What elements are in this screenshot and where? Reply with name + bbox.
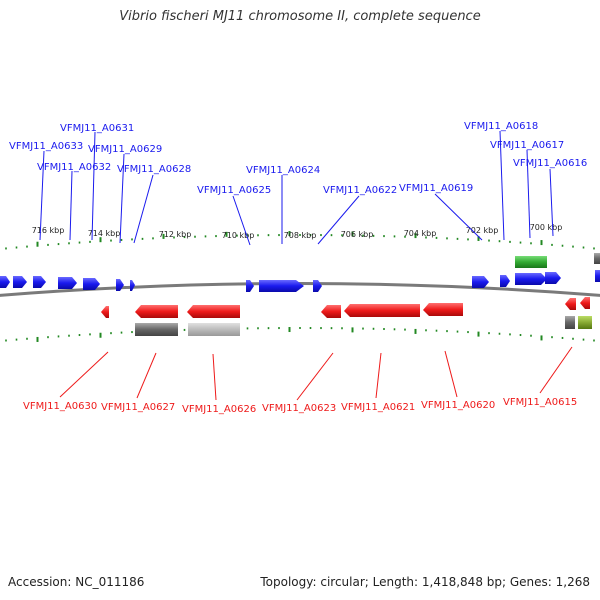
forward-gene[interactable]: [83, 278, 100, 290]
forward-gene[interactable]: [58, 277, 77, 289]
gene-label[interactable]: VFMJ11_A0629: [88, 144, 162, 155]
gene-label[interactable]: VFMJ11_A0630: [23, 401, 97, 412]
gene-label[interactable]: VFMJ11_A0622: [323, 185, 397, 196]
forward-gene[interactable]: [13, 276, 27, 288]
forward-gene[interactable]: [130, 280, 135, 291]
leader-line: [212, 353, 217, 401]
reverse-gene[interactable]: [344, 304, 420, 317]
scale-tick-label: 716 kbp: [32, 226, 65, 235]
olive-feature[interactable]: [578, 316, 592, 329]
leader-line: [59, 351, 109, 398]
leader-line: [317, 195, 360, 245]
reverse-gene[interactable]: [187, 305, 240, 318]
reverse-gene[interactable]: [565, 298, 576, 310]
reverse-gene[interactable]: [580, 297, 590, 309]
forward-gene[interactable]: [246, 280, 254, 292]
gene-label[interactable]: VFMJ11_A0631: [60, 123, 134, 134]
lower-label-leaders: [59, 346, 573, 401]
forward-gene[interactable]: [472, 276, 489, 288]
upper-label-leaders: [39, 130, 554, 246]
forward-gene[interactable]: [259, 280, 304, 292]
forward-gene[interactable]: [0, 276, 10, 288]
gene-label[interactable]: VFMJ11_A0624: [246, 165, 320, 176]
leader-line: [526, 149, 531, 239]
scale-tick-label: 706 kbp: [341, 230, 374, 239]
lower-gene-labels: VFMJ11_A0630 VFMJ11_A0627 VFMJ11_A0626 V…: [23, 397, 577, 415]
gene-label[interactable]: VFMJ11_A0623: [262, 403, 336, 414]
gene-label[interactable]: VFMJ11_A0632: [37, 162, 111, 173]
scale-tick-label: 700 kbp: [530, 223, 563, 232]
reverse-gene[interactable]: [135, 305, 178, 318]
leader-line: [375, 352, 382, 399]
leader-line: [69, 170, 73, 241]
tick-marks-lower: [5, 327, 595, 342]
leader-line: [444, 350, 458, 398]
leader-line: [119, 153, 125, 244]
forward-gene[interactable]: [595, 270, 600, 282]
scale-tick-label: 712 kbp: [159, 230, 192, 239]
grey-feature[interactable]: [594, 253, 600, 264]
tick-marks-upper: [5, 231, 595, 250]
gene-label[interactable]: VFMJ11_A0633: [9, 141, 83, 152]
forward-gene[interactable]: [500, 275, 510, 287]
leader-line: [499, 130, 505, 241]
scale-tick-label: 704 kbp: [404, 229, 437, 238]
leader-line: [434, 193, 483, 241]
scale-tick-label: 708 kbp: [284, 231, 317, 240]
gene-label[interactable]: VFMJ11_A0616: [513, 158, 587, 169]
scale-labels: 716 kbp 714 kbp 712 kbp 710 kbp 708 kbp 706 k…: [32, 223, 563, 240]
gene-label[interactable]: VFMJ11_A0628: [117, 164, 191, 175]
scale-tick-label: 702 kbp: [466, 226, 499, 235]
forward-gene[interactable]: [116, 279, 124, 291]
leader-line: [91, 131, 96, 241]
grey-feature[interactable]: [565, 316, 575, 329]
gene-label[interactable]: VFMJ11_A0617: [490, 140, 564, 151]
forward-gene[interactable]: [33, 276, 46, 288]
leader-line: [39, 150, 45, 241]
map-title: Vibrio fischeri MJ11 chromosome II, comp…: [119, 9, 481, 24]
gene-label[interactable]: VFMJ11_A0621: [341, 402, 415, 413]
scale-tick-label: 710 kbp: [222, 231, 255, 240]
sequence-stats: Topology: circular; Length: 1,418,848 bp…: [260, 575, 590, 589]
gene-label[interactable]: VFMJ11_A0627: [101, 402, 175, 413]
forward-gene[interactable]: [313, 280, 322, 292]
forward-strand-genes: [0, 253, 600, 292]
gene-label[interactable]: VFMJ11_A0618: [464, 121, 538, 132]
gene-label[interactable]: VFMJ11_A0620: [421, 400, 495, 411]
upper-gene-labels: VFMJ11_A0631 VFMJ11_A0633 VFMJ11_A0629 V…: [9, 121, 587, 196]
gene-label[interactable]: VFMJ11_A0619: [399, 183, 473, 194]
leader-line: [549, 168, 554, 237]
gene-label[interactable]: VFMJ11_A0625: [197, 185, 271, 196]
reverse-gene[interactable]: [321, 305, 341, 318]
gene-label[interactable]: VFMJ11_A0626: [182, 404, 256, 415]
reverse-gene[interactable]: [423, 303, 463, 316]
reverse-strand-genes: [101, 297, 592, 336]
light-grey-feature[interactable]: [188, 323, 240, 336]
leader-line: [136, 352, 157, 399]
forward-gene[interactable]: [515, 273, 547, 285]
leader-line: [539, 346, 573, 394]
forward-gene[interactable]: [545, 272, 561, 284]
grey-feature[interactable]: [135, 323, 178, 336]
scale-tick-label: 714 kbp: [88, 229, 121, 238]
reverse-gene[interactable]: [101, 306, 109, 318]
leader-line: [232, 195, 251, 246]
green-feature[interactable]: [515, 256, 547, 268]
leader-line: [133, 174, 154, 244]
leader-line: [296, 352, 334, 401]
gene-label[interactable]: VFMJ11_A0615: [503, 397, 577, 408]
accession-info: Accession: NC_011186: [8, 575, 145, 589]
